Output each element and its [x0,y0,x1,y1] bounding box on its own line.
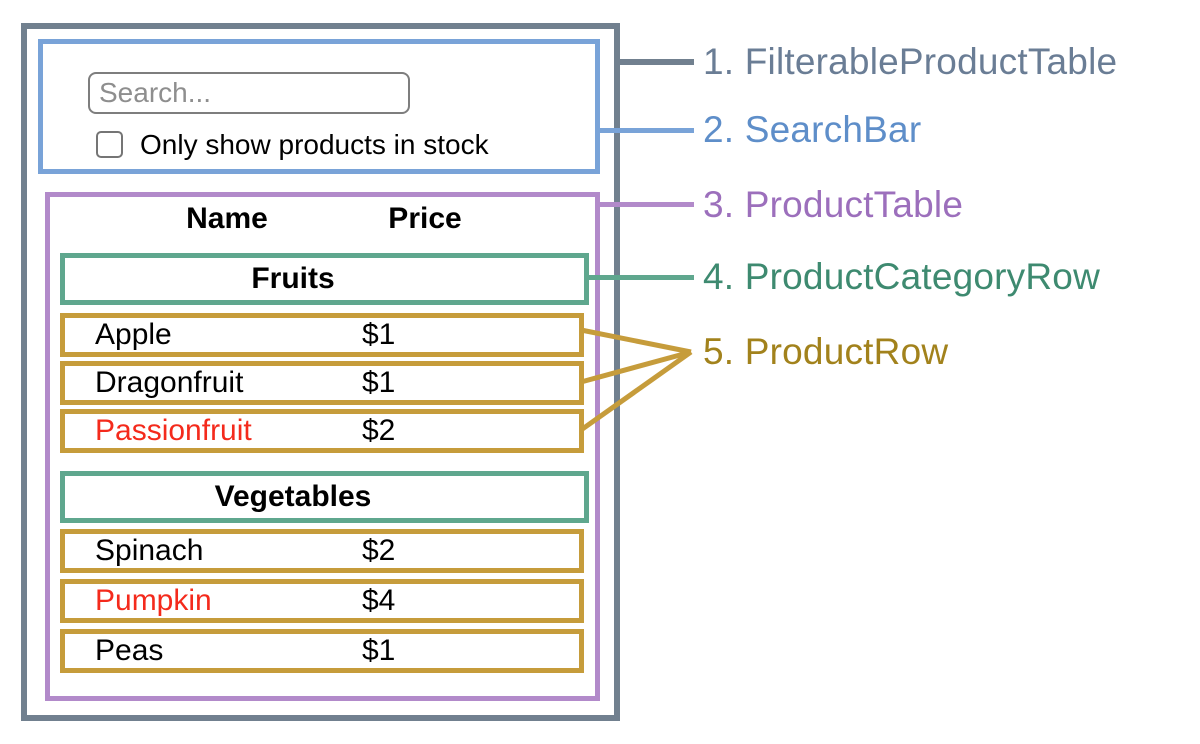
product-row-peas: Peas $1 [60,629,584,673]
product-price: $1 [362,366,396,399]
connector-line-product-table [596,202,694,207]
product-category-row-vegetables: Vegetables [60,471,589,523]
connector-line-filterable-product-table [616,59,694,65]
product-row-spinach: Spinach $2 [60,529,584,573]
name-column-header: Name [186,202,268,235]
product-name-out-of-stock: Pumpkin [95,584,212,617]
product-row-pumpkin: Pumpkin $4 [60,579,584,623]
product-name: Peas [95,634,164,667]
legend-item-product-table: 3. ProductTable [703,184,964,225]
price-column-header: Price [388,202,462,235]
legend-item-filterable-product-table: 1. FilterableProductTable [703,41,1118,82]
product-price: $1 [362,318,396,351]
connector-line-product-category-row [585,275,694,280]
product-name: Spinach [95,534,204,567]
product-row-apple: Apple $1 [60,313,584,357]
product-price: $2 [362,414,396,447]
product-price: $1 [362,634,396,667]
legend-item-product-category-row: 4. ProductCategoryRow [703,256,1100,297]
product-name: Dragonfruit [95,366,244,399]
connector-line-search-bar [596,128,694,133]
in-stock-checkbox-label: Only show products in stock [140,129,489,160]
product-row-dragonfruit: Dragonfruit $1 [60,361,584,405]
legend-item-product-row: 5. ProductRow [703,331,949,372]
in-stock-checkbox[interactable] [96,131,123,158]
search-input[interactable] [88,72,410,114]
product-row-passionfruit: Passionfruit $2 [60,409,584,453]
product-name-out-of-stock: Passionfruit [95,414,252,447]
legend-item-search-bar: 2. SearchBar [703,109,922,150]
product-price: $4 [362,584,396,617]
product-price: $2 [362,534,396,567]
product-name: Apple [95,318,172,351]
product-category-row-fruits: Fruits [60,253,589,305]
